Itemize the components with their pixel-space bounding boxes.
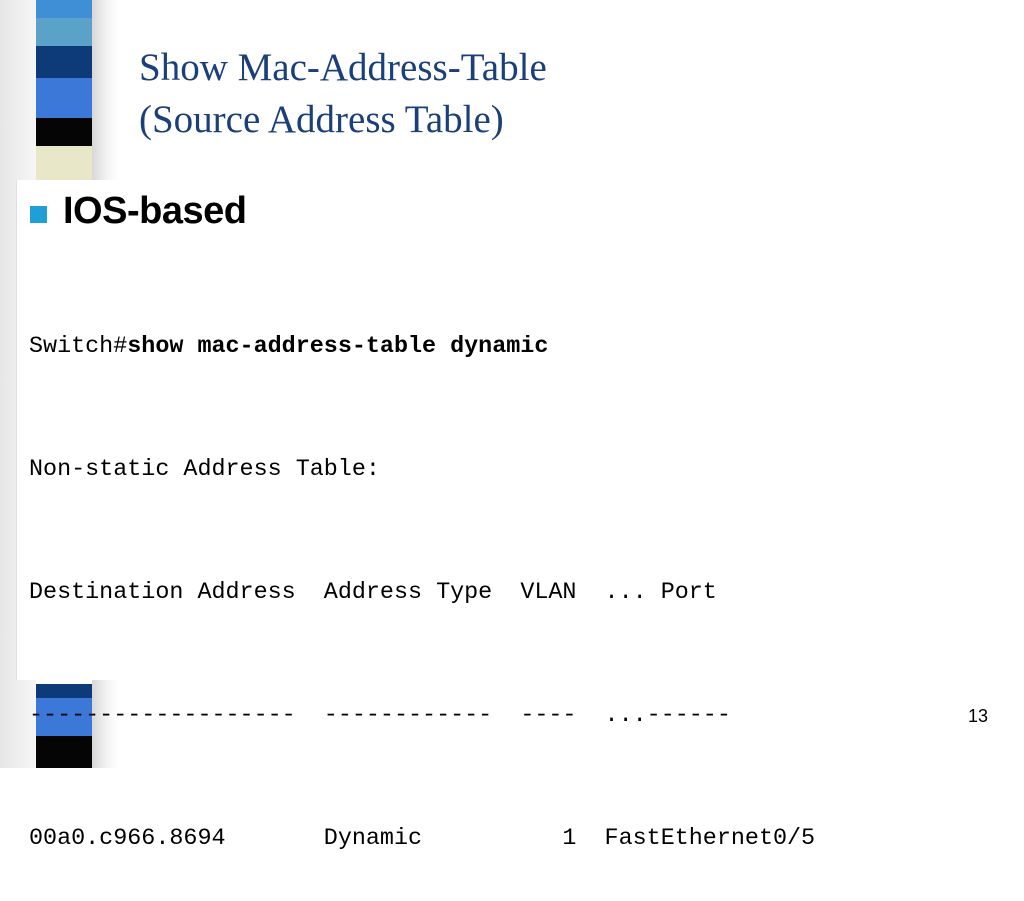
slide-title: Show Mac-Address-Table (Source Address T… xyxy=(139,42,547,146)
table-row: 00a0.c966.8694 Dynamic 1 FastEthernet0/5 xyxy=(29,819,815,860)
separator-row: ------------------- ------------ ---- ..… xyxy=(29,696,815,737)
column-header-row: Destination Address Address Type VLAN ..… xyxy=(29,573,815,614)
cell-type: Dynamic xyxy=(323,826,423,852)
title-line-1: Show Mac-Address-Table xyxy=(139,46,547,89)
separator-4: ...------ xyxy=(604,703,731,729)
title-line-2: (Source Address Table) xyxy=(139,98,504,141)
prompt: Switch# xyxy=(29,334,128,360)
col-destination-address: Destination Address xyxy=(29,580,296,606)
col-address-type: Address Type xyxy=(323,580,493,606)
bullet-text: IOS-based xyxy=(63,190,247,232)
cell-vlan: 1 xyxy=(562,826,577,852)
square-bullet-icon xyxy=(30,206,47,223)
separator-3: ---- xyxy=(520,703,577,729)
command-line: Switch#show mac-address-table dynamic xyxy=(29,327,815,368)
page-number: 13 xyxy=(967,706,989,726)
terminal-output: Switch#show mac-address-table dynamic No… xyxy=(29,245,815,901)
cell-port: FastEthernet0/5 xyxy=(604,826,816,852)
content-panel xyxy=(16,180,1024,680)
col-port: ... Port xyxy=(604,580,717,606)
separator-2: ------------ xyxy=(323,703,493,729)
table-heading: Non-static Address Table: xyxy=(29,457,380,483)
col-vlan: VLAN xyxy=(520,580,577,606)
command: show mac-address-table dynamic xyxy=(127,334,549,360)
bullet-item: IOS-based xyxy=(30,190,247,233)
separator-1: ------------------- xyxy=(29,703,296,729)
cell-address: 00a0.c966.8694 xyxy=(29,826,226,852)
